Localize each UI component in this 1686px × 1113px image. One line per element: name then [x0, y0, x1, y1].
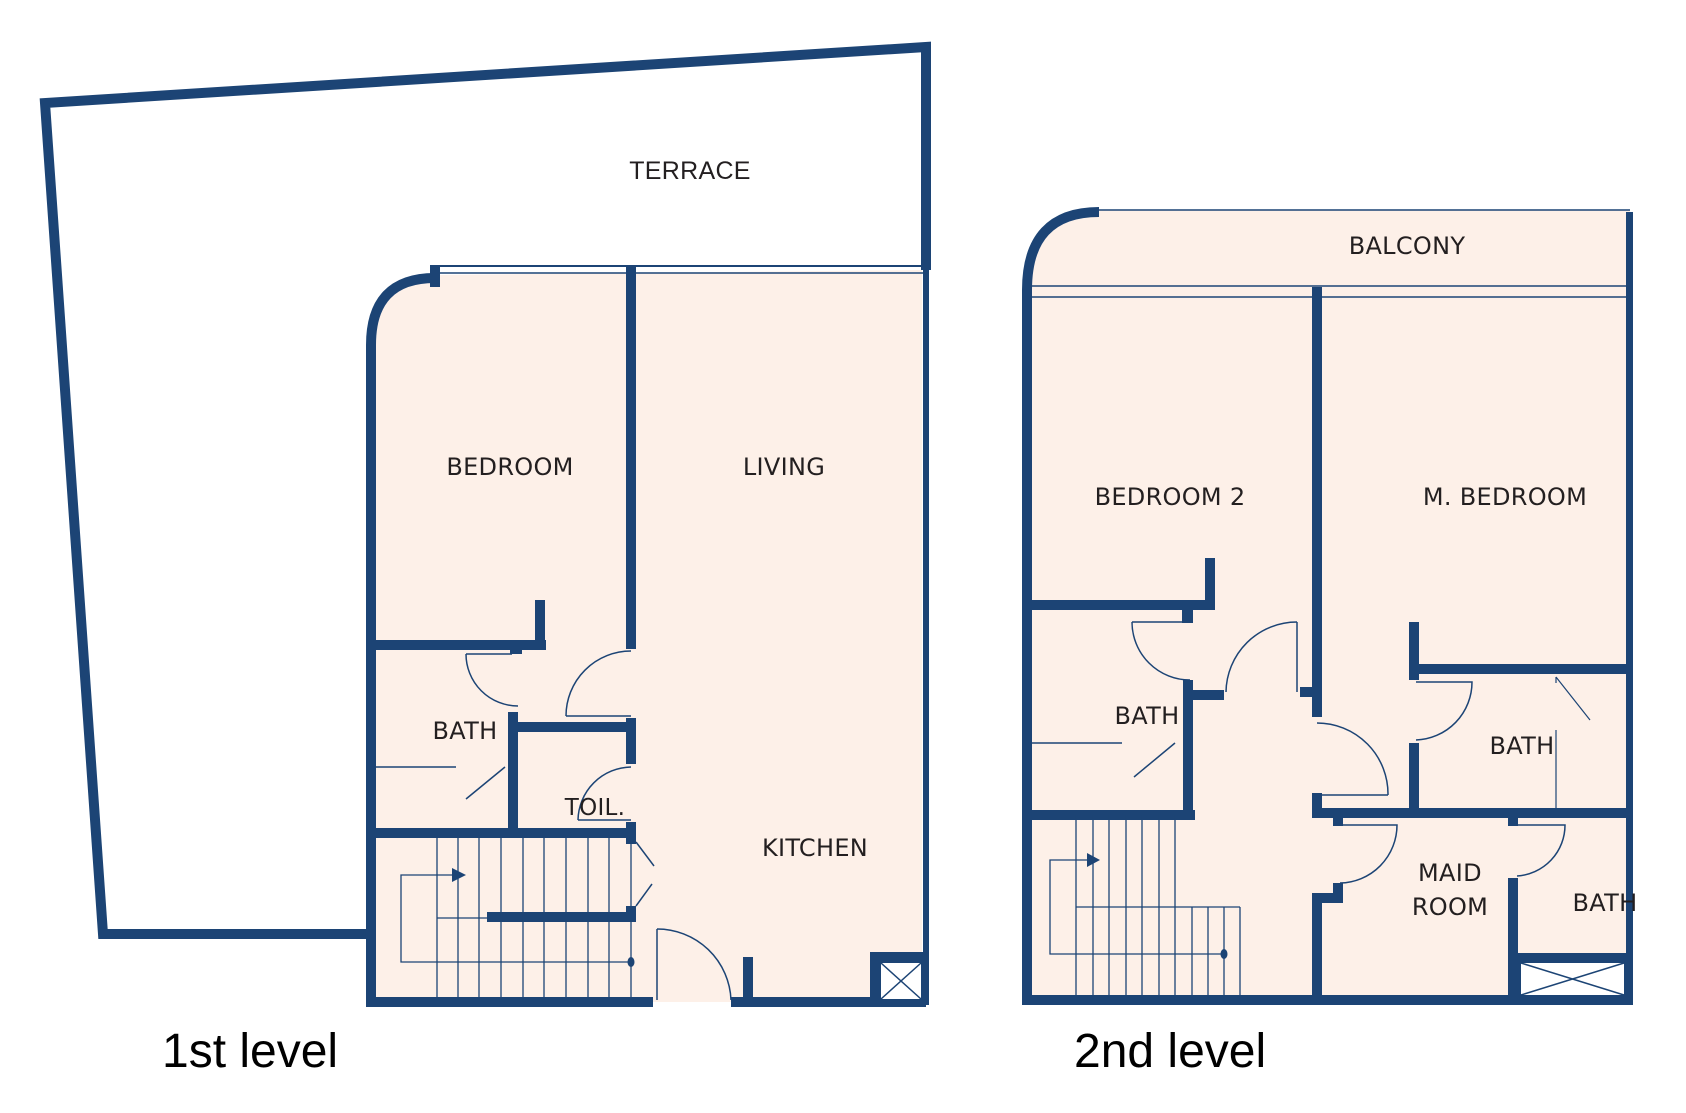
stair-direction-arrow-icon	[452, 868, 466, 882]
room-label-master-bedroom: M. BEDROOM	[1422, 483, 1588, 511]
room-label-balcony: BALCONY	[1348, 232, 1466, 260]
room-label-living: LIVING	[742, 453, 826, 481]
room-label-bath-left: BATH	[1114, 702, 1180, 730]
stair-direction-arrow-icon	[1087, 853, 1100, 867]
level-2-stair	[1049, 815, 1241, 1000]
room-label-bedroom: BEDROOM	[446, 453, 574, 481]
level-2-title: 2nd level	[1074, 1025, 1267, 1078]
shaft-cross-icon	[1508, 953, 1630, 1003]
level-2-plan	[1022, 207, 1633, 1005]
room-label-bath-level1: BATH	[432, 717, 498, 745]
shaft-cross-icon	[870, 952, 923, 1002]
room-label-maid-room: MAID ROOM	[1412, 856, 1488, 924]
room-label-terrace: TERRACE	[629, 157, 751, 185]
room-label-toilet: TOIL.	[564, 795, 626, 821]
level-1-title: 1st level	[162, 1025, 339, 1078]
room-label-bath-maid: BATH	[1572, 889, 1638, 917]
level-2-floor	[1027, 210, 1630, 1000]
level-1-plan	[39, 41, 931, 1007]
room-label-kitchen: KITCHEN	[761, 834, 869, 862]
room-label-bath-master: BATH	[1489, 732, 1555, 760]
room-label-bedroom-2: BEDROOM 2	[1094, 483, 1246, 511]
level-1-left-wall	[366, 273, 436, 1005]
bedroom-living-wall	[626, 265, 636, 649]
maid-room-line-1: MAID	[1418, 859, 1482, 887]
level-1-stair	[400, 835, 632, 1000]
maid-room-line-2: ROOM	[1411, 893, 1489, 921]
